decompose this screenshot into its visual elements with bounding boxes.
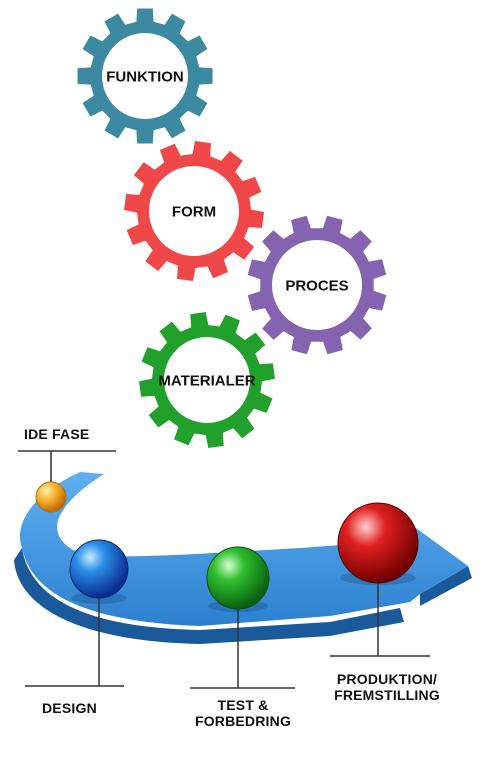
timeline-arrow-body	[19, 472, 468, 626]
stage-balls	[35, 481, 419, 612]
gear-form-hub	[149, 166, 239, 256]
ide-fase-ball	[35, 481, 67, 513]
gear-label-proces: PROCES	[285, 277, 349, 295]
timeline-arrow-head-side	[420, 566, 472, 606]
timeline-arrow	[14, 472, 472, 644]
test-ball	[206, 546, 270, 610]
stage-label-test-line2: FORBEDRING	[194, 713, 292, 729]
stage-label-design: DESIGN	[42, 700, 97, 716]
gear-materialer	[139, 312, 275, 448]
gear-form	[124, 141, 264, 281]
gear-proces-hub	[272, 240, 362, 330]
stage-label-produktion: PRODUKTION/ FREMSTILLING	[322, 671, 452, 703]
gear-proces	[247, 215, 387, 355]
gear-funktion	[77, 8, 213, 144]
stage-label-ide-fase: IDE FASE	[24, 426, 90, 442]
gear-materialer-hub	[164, 337, 250, 423]
stage-label-test: TEST & FORBEDRING	[188, 697, 298, 729]
gear-label-funktion: FUNKTION	[106, 68, 184, 86]
stage-label-produktion-line2: FREMSTILLING	[334, 687, 440, 703]
gear-label-materialer: MATERIALER	[158, 372, 256, 390]
produktion-ball	[337, 502, 419, 584]
stage-label-produktion-line1: PRODUKTION/	[336, 671, 438, 687]
gear-label-form: FORM	[171, 203, 217, 221]
gear-funktion-hub	[102, 33, 188, 119]
leader-lines	[18, 450, 430, 689]
design-ball	[69, 539, 129, 599]
stage-label-test-line1: TEST &	[217, 697, 269, 713]
